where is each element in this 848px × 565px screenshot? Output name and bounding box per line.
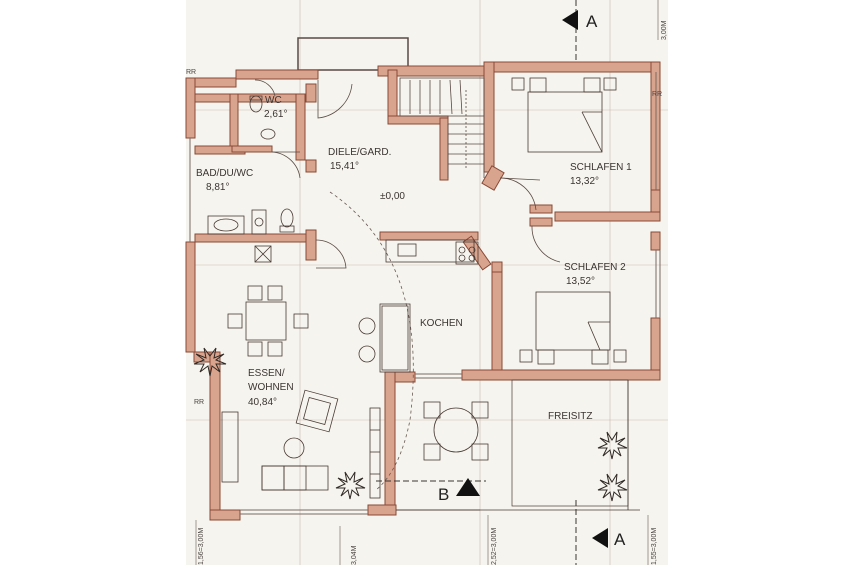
wc-label: WC bbox=[265, 95, 282, 106]
terrace-table bbox=[396, 379, 640, 511]
schlafen2-area: 13,52° bbox=[566, 276, 595, 287]
section-a-bottom-arrow-icon bbox=[592, 528, 608, 548]
dim-text-3: 2,52=3,00M bbox=[491, 528, 498, 565]
section-b-arrow-icon bbox=[456, 478, 480, 496]
door-swings bbox=[254, 79, 561, 269]
dim-text-5: 3,00M bbox=[661, 20, 668, 40]
rr-marker-left: RR bbox=[194, 399, 204, 406]
section-a-top-arrow-icon bbox=[562, 10, 578, 30]
wc-area: 2,61° bbox=[264, 109, 287, 120]
dim-text-4: 1,55=3,00M bbox=[651, 528, 658, 565]
entry-canopy bbox=[297, 37, 409, 71]
schlafen1-label: SCHLAFEN 1 bbox=[570, 162, 632, 173]
bad-label: BAD/DU/WC bbox=[196, 168, 253, 179]
dim-text-2: 3,04M bbox=[351, 545, 358, 565]
rr-marker-right: RR bbox=[652, 91, 662, 98]
diele-area: 15,41° bbox=[330, 161, 359, 172]
essen-label-line1: ESSEN/ bbox=[248, 368, 285, 379]
freisitz-label: FREISITZ bbox=[548, 411, 592, 422]
schlafen1-area: 13,32° bbox=[570, 176, 599, 187]
kitchen-counters bbox=[379, 239, 479, 373]
essen-area: 40,84° bbox=[248, 397, 277, 408]
dimension-lines bbox=[195, 0, 659, 565]
paper-background bbox=[186, 0, 668, 565]
dashed-arc bbox=[329, 191, 414, 491]
dining-set bbox=[227, 285, 376, 363]
diele-label: DIELE/GARD. bbox=[328, 147, 391, 158]
bed-2 bbox=[519, 291, 627, 365]
section-b-label: B bbox=[438, 485, 449, 504]
staircase bbox=[399, 77, 485, 178]
essen-label-line2: WOHNEN bbox=[248, 382, 294, 393]
plants bbox=[193, 347, 628, 502]
rr-marker-top: RR bbox=[186, 69, 196, 76]
section-line-a bbox=[562, 0, 608, 565]
living-furniture bbox=[221, 389, 381, 499]
bad-area: 8,81° bbox=[206, 182, 229, 193]
bathroom-fixtures bbox=[207, 95, 295, 235]
chimney bbox=[254, 245, 272, 263]
section-a-bottom-label: A bbox=[614, 530, 626, 549]
section-a-top-label: A bbox=[586, 12, 598, 31]
schlafen2-label: SCHLAFEN 2 bbox=[564, 262, 626, 273]
level-label: ±0,00 bbox=[380, 191, 405, 202]
bed-1 bbox=[511, 77, 617, 153]
section-line-b bbox=[376, 478, 486, 496]
dim-text-1: 1,56=3,00M bbox=[198, 528, 205, 565]
kochen-label: KOCHEN bbox=[420, 318, 463, 329]
